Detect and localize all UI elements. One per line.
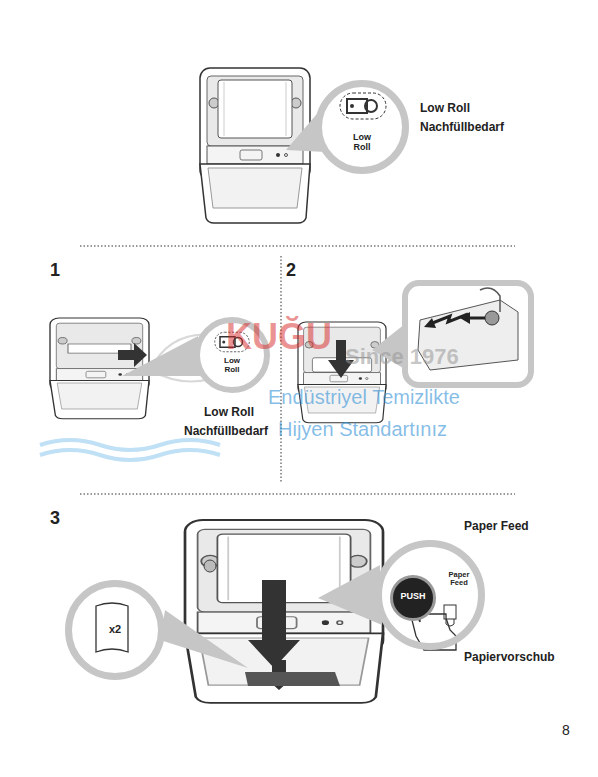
callout-text: PUSH xyxy=(393,592,433,602)
callout-text: Low Roll xyxy=(220,357,244,375)
callout-text: x2 xyxy=(102,623,128,635)
callout-circle: Low Roll xyxy=(315,80,409,174)
step-number: 3 xyxy=(50,508,60,529)
push-button: PUSH xyxy=(390,575,436,621)
step-number: 1 xyxy=(50,260,60,281)
callout-text: Low Roll xyxy=(348,133,376,153)
watermark: Endüstriyel Temizlikte xyxy=(268,386,460,409)
callout-circle: x2 xyxy=(65,580,165,680)
watermark: KUĞU xyxy=(226,316,332,357)
indicator-label: Nachfüllbedarf xyxy=(184,425,268,439)
callout-circle: Paper FeedPUSH xyxy=(375,540,485,650)
indicator-label: Nachfüllbedarf xyxy=(420,121,504,135)
watermark: Since 1976 xyxy=(345,344,459,369)
button-label: Papiervorschub xyxy=(464,651,555,665)
watermark: Hijyen Standartınız xyxy=(278,418,447,441)
indicator-label: Low Roll xyxy=(204,406,254,420)
indicator-label: Low Roll xyxy=(420,102,470,116)
step-number: 2 xyxy=(286,260,296,281)
callout-text: Paper Feed xyxy=(442,571,476,588)
button-label: Paper Feed xyxy=(464,520,529,534)
page-number: 8 xyxy=(562,722,570,738)
